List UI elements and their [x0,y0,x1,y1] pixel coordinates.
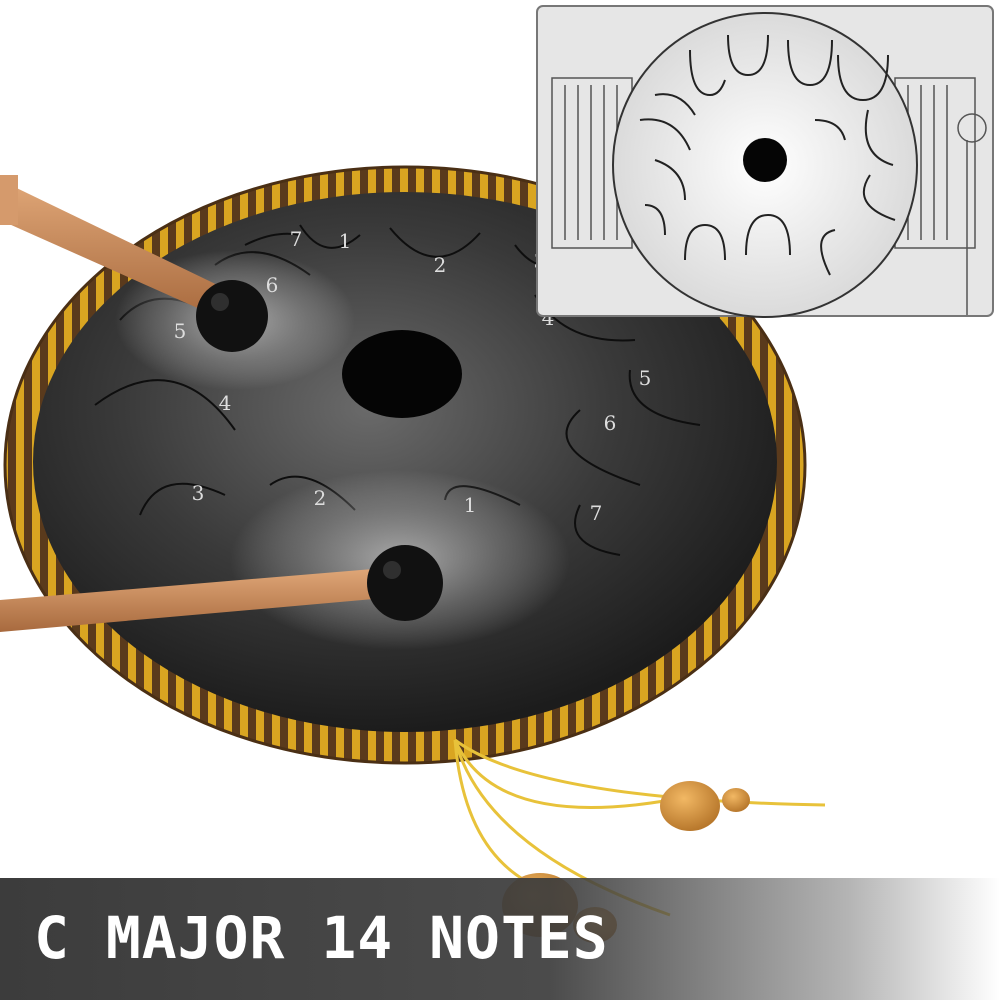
note-label: 5 [174,319,187,343]
note-label: 2 [434,253,447,277]
note-label: 6 [266,273,279,297]
note-label: 7 [290,227,303,251]
center-hole [342,330,462,418]
mallet-lower [0,545,443,632]
tongue [389,227,481,258]
gourd-bead [660,781,750,831]
tongue [299,224,361,249]
inset-diagram [536,5,994,318]
tongue [565,409,641,486]
note-label: 2 [314,486,327,510]
mallet-upper [0,175,268,352]
inset-tongues [639,34,896,276]
tongue [574,504,621,556]
tassel-string [454,738,826,807]
mallet-head [196,280,268,352]
tassel-string [453,739,671,809]
tongue [94,379,236,431]
tongue [244,232,301,246]
note-labels: 12345671234567 [174,227,652,525]
note-label: 5 [639,366,652,390]
note-label: 1 [464,493,477,517]
note-label: 6 [604,411,617,435]
inset-center-hole [743,138,787,182]
mallet-head [367,545,443,621]
note-label: 7 [590,501,603,525]
note-label: 1 [339,229,352,253]
caption-bar [0,878,1000,1000]
note-label: 4 [219,391,232,415]
tongue [628,369,701,426]
note-label: 3 [192,481,205,505]
tongue [139,482,226,516]
caption-text: C MAJOR 14 NOTES [34,904,609,972]
